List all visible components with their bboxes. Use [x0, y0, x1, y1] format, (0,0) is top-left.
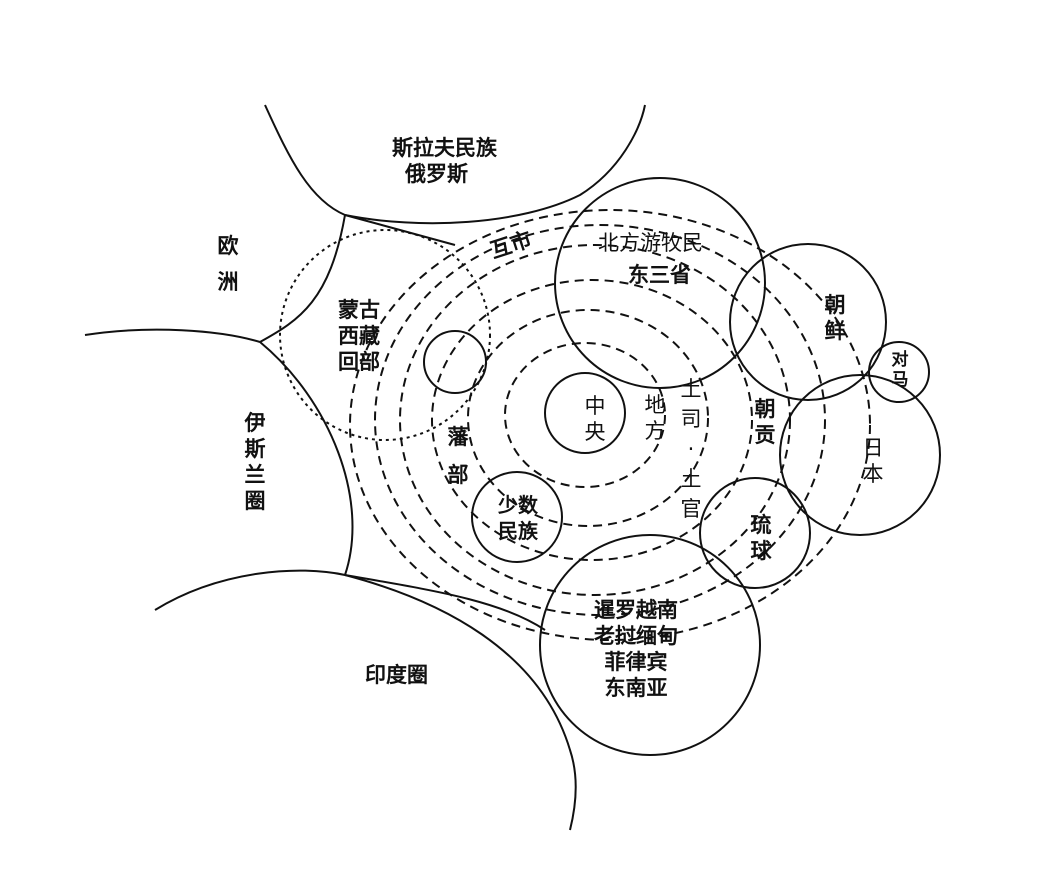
label-center: 中央 — [584, 394, 606, 444]
circle-tsushima — [868, 341, 930, 403]
arc-russia-east — [344, 104, 646, 225]
label-india: 印度圈 — [365, 663, 428, 687]
label-sea-1: 暹罗越南 — [594, 598, 678, 622]
label-north-nomads: 北方游牧民 — [598, 231, 703, 255]
circle-small-west — [423, 330, 487, 394]
arc-europe-islam — [84, 328, 261, 343]
label-korea: 朝鲜 — [824, 293, 846, 343]
label-japan: 日本 — [862, 436, 884, 486]
label-mongol-3: 回部 — [338, 350, 380, 374]
arc-islam-south — [154, 569, 546, 631]
ring-mutual-trade — [349, 209, 871, 641]
arc-europe-mongol — [259, 214, 346, 343]
label-minorities: 少数民族 — [498, 493, 538, 543]
label-sea-4: 东南亚 — [604, 676, 668, 700]
label-fanbu: 藩部 — [447, 425, 469, 487]
ring-fanbu-outer — [399, 244, 791, 596]
arc-islam-east — [259, 341, 354, 576]
label-russia: 俄罗斯 — [405, 162, 468, 186]
label-northeast: 东三省 — [628, 263, 691, 287]
label-mongol-2: 西藏 — [338, 324, 380, 348]
ring-local — [504, 342, 666, 488]
ring-tusi — [467, 309, 709, 527]
circle-korea — [729, 243, 887, 401]
label-southeast-asia: 暹罗越南老挝缅甸菲律宾东南亚 — [594, 597, 678, 701]
ring-tribute — [374, 224, 826, 616]
label-local: 地方 — [644, 393, 666, 443]
ring-fanbu-inner — [431, 279, 753, 561]
label-sea-2: 老挝缅甸 — [594, 624, 678, 648]
label-sea-3: 菲律宾 — [604, 650, 668, 674]
circle-southeast-asia — [539, 534, 761, 756]
label-tsushima: 对马 — [891, 350, 909, 390]
circle-minorities — [471, 471, 563, 563]
circle-mongol-tibet — [279, 229, 491, 441]
circle-ryukyu — [699, 477, 811, 589]
label-mongol-1: 蒙古 — [338, 298, 380, 322]
label-tusi: 土司·土官 — [680, 377, 702, 521]
label-mongol: 蒙古西藏回部 — [338, 297, 380, 375]
arc-india-east — [344, 574, 577, 831]
circle-north-nomads — [554, 177, 766, 389]
label-ryukyu: 琉球 — [750, 513, 772, 563]
circle-japan — [779, 374, 941, 536]
circle-center — [544, 372, 626, 454]
label-islam: 伊斯兰圈 — [244, 411, 266, 513]
arc-europe-north — [264, 104, 456, 246]
label-tribute: 朝贡 — [754, 397, 776, 447]
label-slavic: 斯拉夫民族 — [392, 136, 497, 160]
label-europe: 欧洲 — [217, 234, 239, 294]
